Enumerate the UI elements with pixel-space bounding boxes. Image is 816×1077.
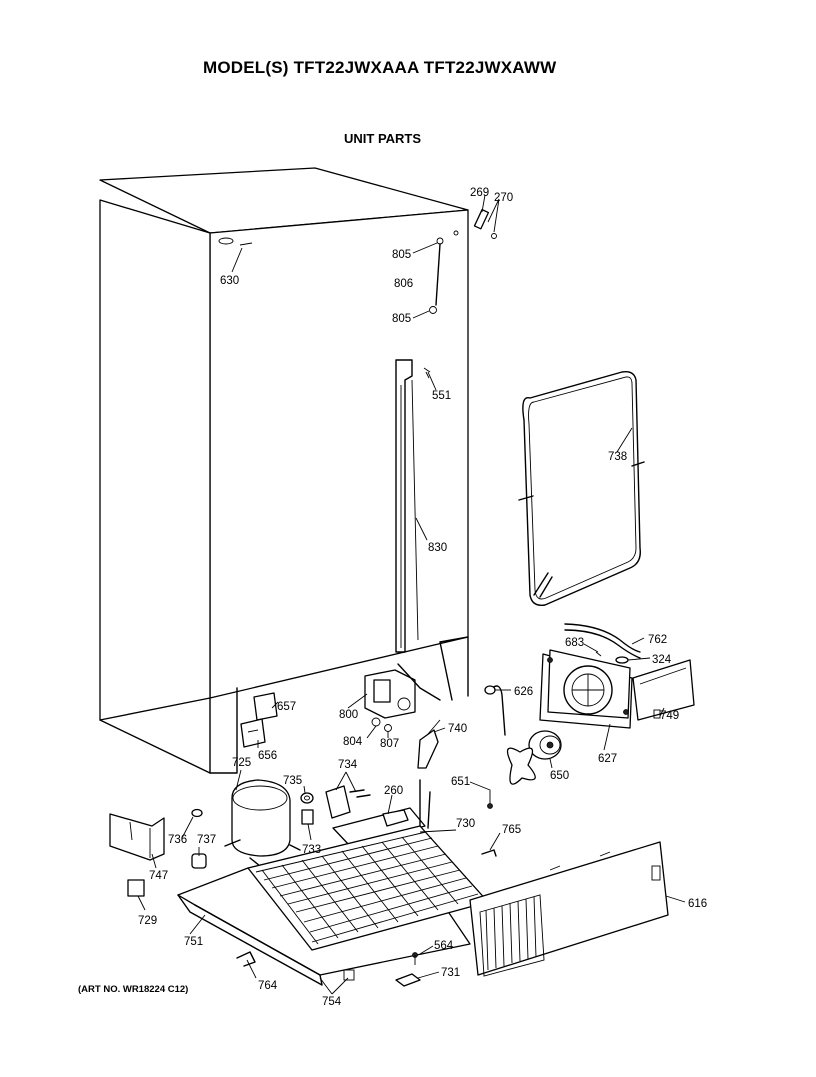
- callout-564: 564: [434, 940, 454, 952]
- grommet-737: [191, 853, 207, 869]
- callout-labels: 269 270 630 805 806 805 551 738 830 683 …: [138, 187, 707, 1008]
- relay-657: [253, 692, 278, 721]
- cover-plate-749: [632, 659, 695, 721]
- fan-blade-651: [487, 747, 536, 809]
- callout-651: 651: [451, 776, 470, 788]
- start-device-734: [325, 785, 371, 819]
- callout-747: 747: [149, 870, 168, 882]
- callout-730: 730: [456, 818, 475, 830]
- callout-765: 765: [502, 824, 521, 836]
- sensor-626: [484, 685, 506, 736]
- clip-765: [481, 849, 497, 857]
- callout-736: 736: [168, 834, 187, 846]
- cover-747: [109, 813, 165, 861]
- callout-805-bottom: 805: [392, 313, 411, 325]
- callout-735: 735: [283, 775, 302, 787]
- callout-762: 762: [648, 634, 667, 646]
- clip-731: [395, 973, 421, 987]
- clip-736: [191, 808, 203, 818]
- callout-734: 734: [338, 759, 358, 771]
- callout-683: 683: [565, 637, 584, 649]
- callout-616: 616: [688, 898, 707, 910]
- callout-630: 630: [220, 275, 239, 287]
- bracket-260: [332, 807, 426, 847]
- callout-805-top: 805: [392, 249, 411, 261]
- drain-tube-assembly: [429, 237, 444, 314]
- leader-lines: [137, 194, 686, 995]
- callout-804: 804: [343, 736, 363, 748]
- divider-strip-830: [395, 359, 431, 653]
- callout-656: 656: [258, 750, 277, 762]
- callout-657: 657: [277, 701, 296, 713]
- callout-627: 627: [598, 753, 617, 765]
- grommet-735: [300, 792, 314, 804]
- bracket-269: [473, 208, 497, 239]
- callout-807: 807: [380, 738, 399, 750]
- callout-740: 740: [448, 723, 467, 735]
- capacitor-729: [127, 879, 145, 897]
- callout-751: 751: [184, 936, 203, 948]
- screw-564: [412, 952, 418, 965]
- callout-650: 650: [550, 770, 569, 782]
- callout-806: 806: [394, 278, 413, 290]
- callout-270: 270: [494, 192, 513, 204]
- water-valve-800: [364, 663, 441, 732]
- evaporator-wire-762: [564, 623, 641, 664]
- art-number: (ART NO. WR18224 C12): [78, 984, 189, 995]
- compressor-725: [224, 779, 301, 867]
- callout-733: 733: [302, 844, 321, 856]
- model-title: MODEL(S) TFT22JWXAAA TFT22JWXAWW: [203, 58, 557, 77]
- thermal-device-740: [417, 719, 441, 769]
- heater-loop-738: [518, 370, 645, 606]
- callout-749: 749: [660, 710, 679, 722]
- callout-260: 260: [384, 785, 403, 797]
- fan-motor-650: [528, 730, 562, 760]
- callout-725: 725: [232, 757, 251, 769]
- callout-731: 731: [441, 967, 460, 979]
- callout-626: 626: [514, 686, 533, 698]
- callout-737: 737: [197, 834, 216, 846]
- fan-shroud-627: [539, 649, 633, 729]
- callout-738: 738: [608, 451, 627, 463]
- callout-830: 830: [428, 542, 447, 554]
- callout-754: 754: [322, 996, 342, 1008]
- callout-269: 269: [470, 187, 489, 199]
- callout-551: 551: [432, 390, 451, 402]
- section-title: UNIT PARTS: [344, 131, 422, 146]
- overload-733: [301, 809, 314, 825]
- relay-656: [240, 718, 266, 748]
- clip-764: [236, 951, 256, 967]
- callout-324: 324: [652, 654, 672, 666]
- refrigerator-cabinet: [99, 167, 469, 774]
- rear-grille-616: [469, 841, 669, 977]
- callout-800: 800: [339, 709, 358, 721]
- callout-764: 764: [258, 980, 278, 992]
- callout-729: 729: [138, 915, 157, 927]
